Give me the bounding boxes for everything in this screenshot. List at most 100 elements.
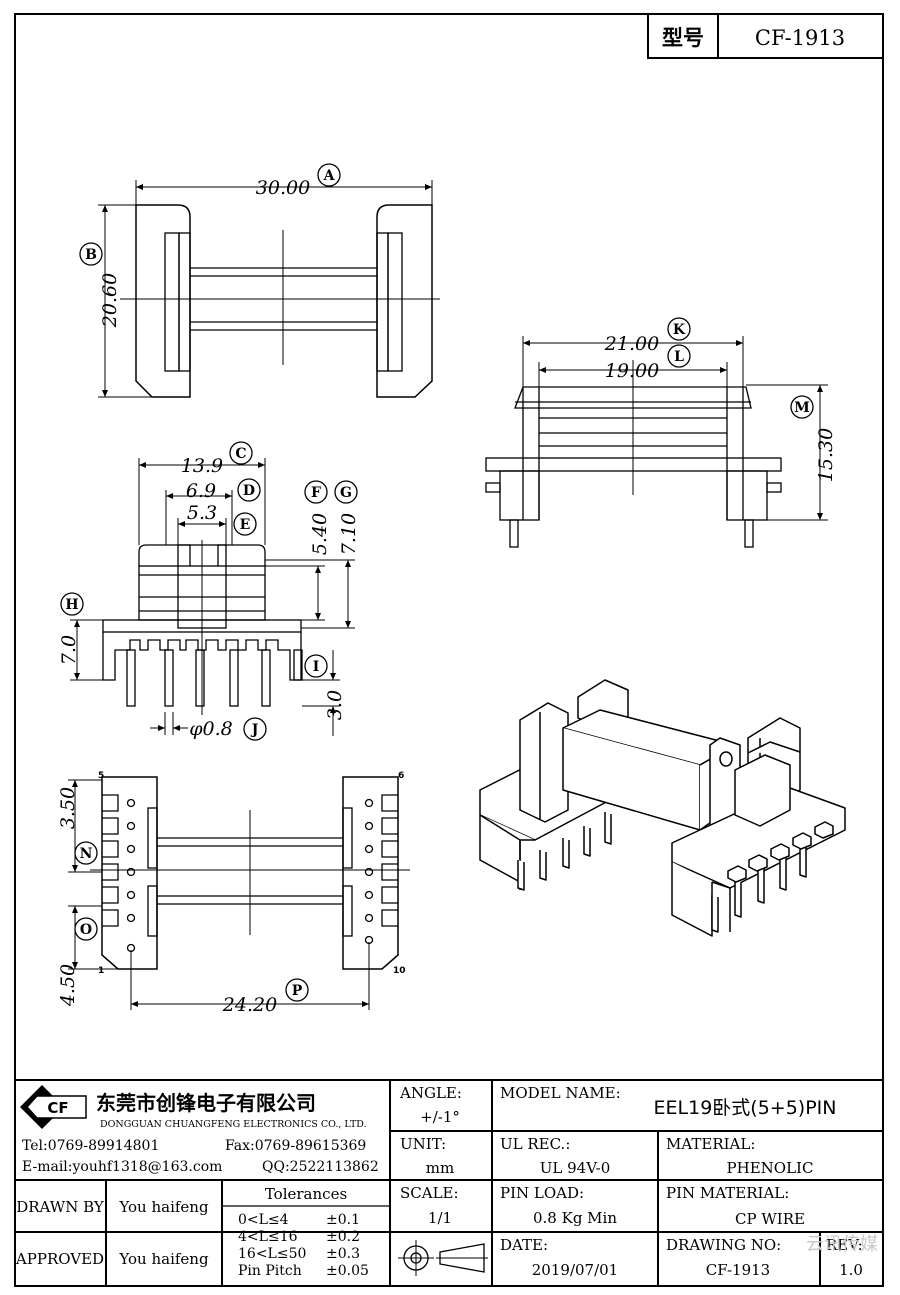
header-model-code: CF-1913 bbox=[755, 26, 845, 50]
dim-f-value: 5.40 bbox=[309, 513, 331, 555]
pin-load-label: PIN LOAD: bbox=[500, 1184, 584, 1202]
drawing-no-label: DRAWING NO: bbox=[666, 1236, 781, 1254]
dim-e-tag: E bbox=[240, 517, 251, 533]
angle-label: ANGLE: bbox=[399, 1084, 462, 1102]
dim-i-tag-circle bbox=[304, 654, 328, 678]
dim-l-value: 19.00 bbox=[605, 360, 659, 382]
model-name-label: MODEL NAME: bbox=[500, 1084, 621, 1102]
dim-e-value: 5.3 bbox=[187, 502, 217, 524]
dim-m-tag: M bbox=[794, 400, 810, 416]
tol-value-4: ±0.05 bbox=[326, 1263, 369, 1279]
angle-value: +/-1° bbox=[420, 1108, 460, 1126]
rev-label: REV: bbox=[826, 1236, 863, 1254]
drawing-no-value: CF-1913 bbox=[706, 1261, 770, 1279]
watermark: 云讯传媒 bbox=[806, 1234, 878, 1255]
top-view bbox=[98, 180, 440, 398]
dim-b-value: 20.60 bbox=[99, 273, 121, 328]
dim-n-value: 3.50 bbox=[57, 787, 79, 829]
dim-a-value: 30.00 bbox=[256, 177, 310, 199]
dim-m-tag-circle bbox=[790, 395, 814, 419]
dim-i-tag: I bbox=[313, 659, 320, 675]
tol-range-1: 0<L≤4 bbox=[238, 1212, 289, 1228]
company-name-cn: 东莞市创锋电子有限公司 bbox=[96, 1091, 316, 1115]
company-fax: Fax:0769-89615369 bbox=[225, 1138, 366, 1154]
dim-f-tag-circle bbox=[304, 480, 328, 504]
header-label: 型号 bbox=[662, 26, 704, 50]
header-box: 型号 CF-1913 bbox=[647, 13, 884, 59]
pin-material-label: PIN MATERIAL: bbox=[666, 1184, 789, 1202]
pin-load-value: 0.8 Kg Min bbox=[533, 1209, 617, 1227]
company-name-en: DONGGUAN CHUANGFENG ELECTRONICS CO., LTD… bbox=[100, 1119, 367, 1130]
dim-n-tag-circle bbox=[74, 841, 98, 865]
approved-label: APPROVED bbox=[15, 1250, 104, 1268]
dim-f-tag: F bbox=[311, 485, 321, 501]
dim-j-value: φ0.8 bbox=[189, 718, 233, 740]
drawn-by-value: You haifeng bbox=[118, 1198, 209, 1216]
dim-l-tag: L bbox=[674, 349, 684, 365]
dim-l-tag-circle bbox=[667, 344, 691, 368]
tolerances-title: Tolerances bbox=[265, 1185, 347, 1203]
pin-number-6: 6 bbox=[398, 771, 404, 781]
dim-g-tag: G bbox=[340, 485, 352, 501]
pin-number-10: 10 bbox=[393, 966, 406, 976]
dim-a-tag: A bbox=[323, 168, 336, 184]
tol-range-4: Pin Pitch bbox=[238, 1263, 302, 1279]
ul-rec-label: UL REC.: bbox=[500, 1135, 570, 1153]
company-qq: QQ:2522113862 bbox=[262, 1159, 379, 1175]
pin-number-1: 1 bbox=[98, 966, 104, 976]
unit-label: UNIT: bbox=[400, 1135, 446, 1153]
dim-c-value: 13.9 bbox=[181, 455, 223, 477]
dim-j-tag: J bbox=[250, 722, 259, 738]
dim-h-tag-circle bbox=[60, 592, 84, 616]
front-view bbox=[70, 458, 355, 736]
dim-k-tag: K bbox=[673, 322, 686, 338]
company-tel: Tel:0769-89914801 bbox=[22, 1138, 159, 1154]
scale-label: SCALE: bbox=[400, 1184, 459, 1202]
title-block-grid bbox=[15, 1079, 883, 1286]
dim-k-tag-circle bbox=[667, 317, 691, 341]
dim-d-tag: D bbox=[243, 483, 255, 499]
pin-number-5: 5 bbox=[98, 771, 104, 781]
drawn-by-label: DRAWN BY bbox=[16, 1198, 105, 1216]
model-name-value: EEL19卧式(5+5)PIN bbox=[654, 1097, 837, 1119]
dim-o-value: 4.50 bbox=[57, 964, 79, 1007]
tol-range-3: 16<L≤50 bbox=[238, 1246, 306, 1262]
tol-value-3: ±0.3 bbox=[326, 1246, 360, 1262]
tol-range-2: 4<L≤16 bbox=[238, 1229, 298, 1245]
dim-a-tag-circle bbox=[317, 163, 341, 187]
date-label: DATE: bbox=[500, 1236, 548, 1254]
dim-n-tag: N bbox=[80, 846, 93, 862]
dim-o-tag-circle bbox=[74, 917, 98, 941]
side-view bbox=[485, 336, 828, 548]
unit-value: mm bbox=[426, 1159, 454, 1177]
dim-p-value: 24.20 bbox=[222, 994, 277, 1016]
dim-j-tag-circle bbox=[243, 717, 267, 741]
tol-value-1: ±0.1 bbox=[326, 1212, 360, 1228]
dim-o-tag: O bbox=[80, 922, 92, 938]
dim-h-tag: H bbox=[65, 597, 78, 613]
logo-text: CF bbox=[47, 1099, 68, 1117]
bottom-view bbox=[68, 776, 410, 1010]
scale-value: 1/1 bbox=[428, 1209, 452, 1227]
dim-d-value: 6.9 bbox=[186, 480, 216, 502]
rev-value: 1.0 bbox=[839, 1261, 863, 1279]
material-label: MATERIAL: bbox=[666, 1135, 755, 1153]
sheet-border bbox=[14, 13, 884, 1287]
company-logo: CF bbox=[20, 1085, 87, 1129]
tol-value-2: ±0.2 bbox=[326, 1229, 360, 1245]
dim-c-tag-circle bbox=[229, 441, 253, 465]
dim-k-value: 21.00 bbox=[604, 333, 659, 355]
dim-d-tag-circle bbox=[237, 478, 261, 502]
dim-g-tag-circle bbox=[334, 480, 358, 504]
dim-p-tag-circle bbox=[285, 978, 309, 1002]
dim-m-value: 15.30 bbox=[815, 428, 837, 482]
dim-c-tag: C bbox=[235, 446, 246, 462]
company-email: E-mail:youhf1318@163.com bbox=[22, 1159, 222, 1175]
projection-symbol-icon bbox=[398, 1240, 488, 1276]
dim-e-tag-circle bbox=[233, 512, 257, 536]
dim-b-tag-circle bbox=[79, 242, 103, 266]
dim-g-value: 7.10 bbox=[338, 513, 360, 555]
material-value: PHENOLIC bbox=[727, 1159, 814, 1177]
pin-material-value: CP WIRE bbox=[735, 1210, 805, 1228]
